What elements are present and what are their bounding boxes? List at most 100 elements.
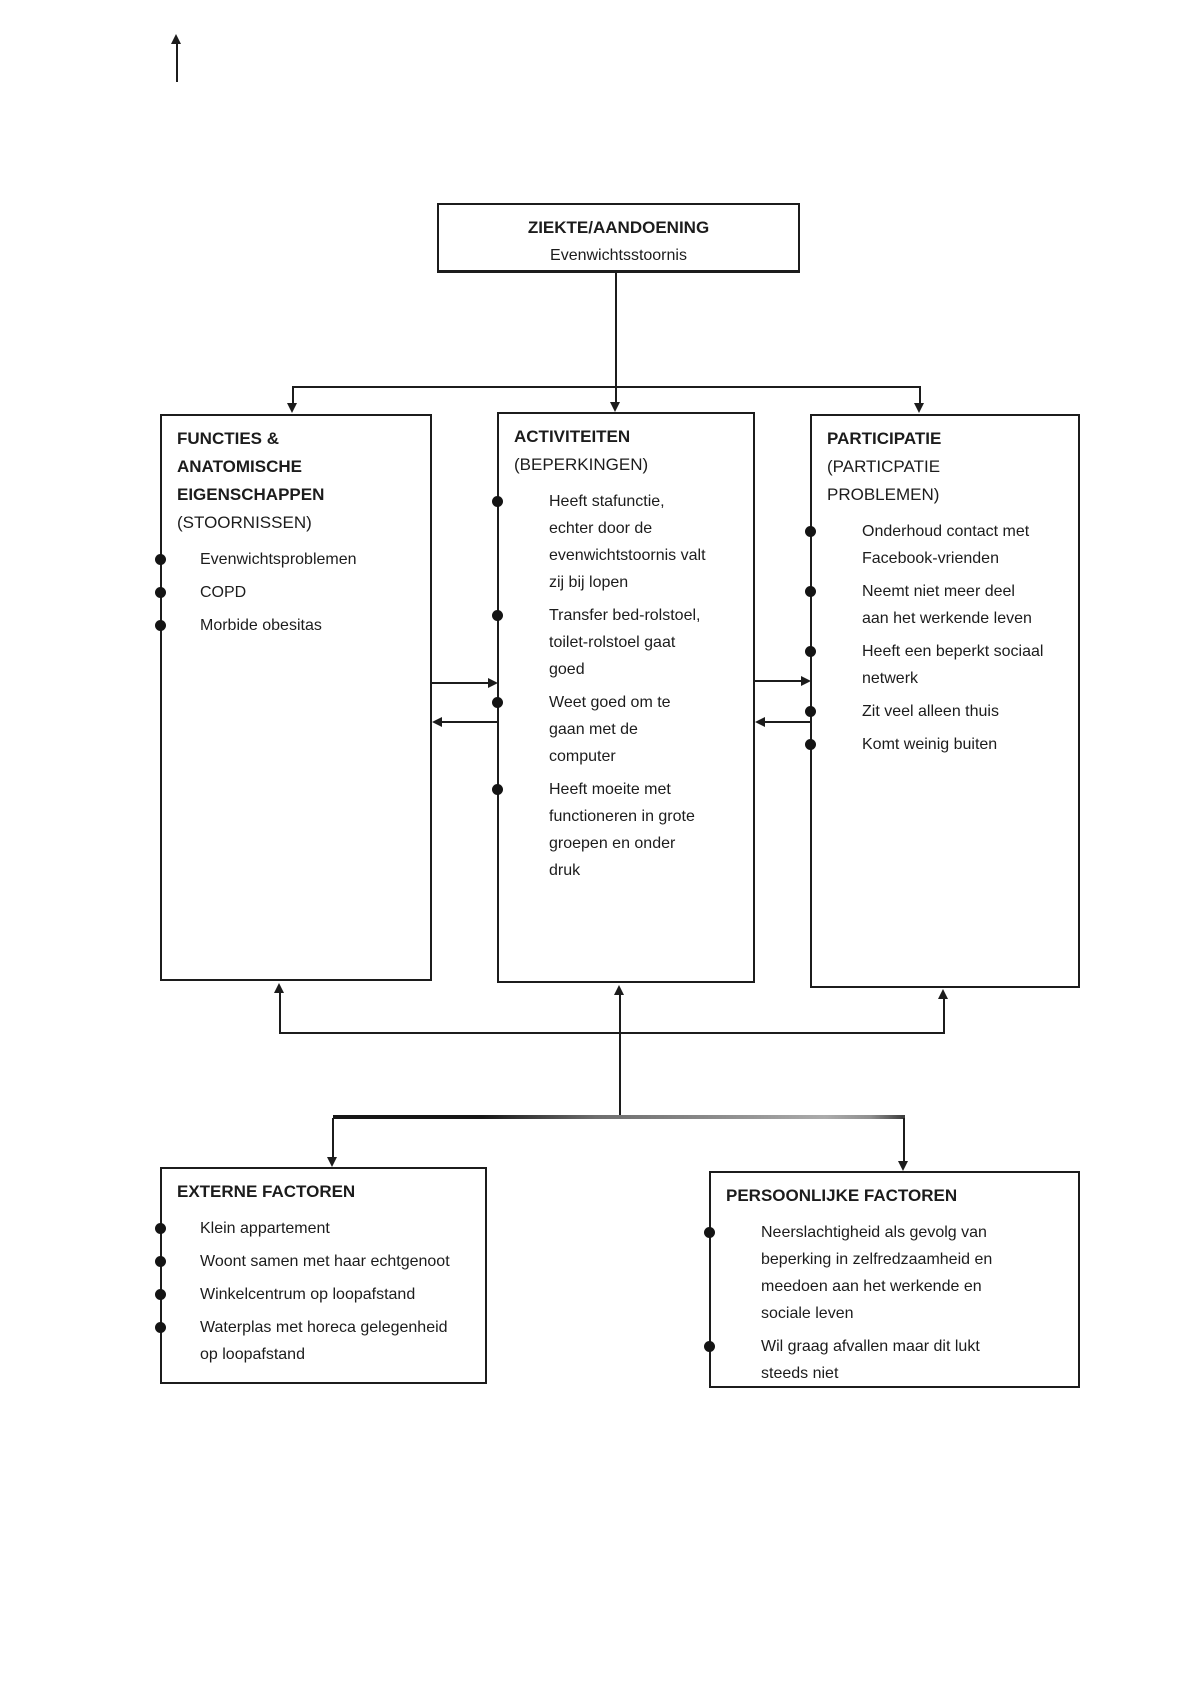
connector-line <box>755 680 802 682</box>
list-item: Evenwichtsproblemen <box>155 546 418 573</box>
list-item: Heeft stafunctie, echter door de evenwic… <box>492 488 708 596</box>
box-title: ZIEKTE/AANDOENING <box>527 218 710 237</box>
list-item: Neerslachtigheid als gevolg van beperkin… <box>704 1219 1026 1327</box>
list-item-text: Waterplas met horeca gelegenheid op loop… <box>200 1319 448 1363</box>
box-subtitle-line: (BEPERKINGEN) <box>514 455 649 474</box>
bullet-icon <box>704 1227 715 1238</box>
connector-line <box>619 1034 621 1118</box>
box-subtitle-line: PROBLEMEN) <box>827 485 940 504</box>
box-subtitle-line: (STOORNISSEN) <box>177 513 312 532</box>
list-item-text: Zit veel alleen thuis <box>862 703 999 720</box>
connector-line <box>615 273 617 404</box>
list-item: Winkelcentrum op loopafstand <box>155 1281 455 1308</box>
list-item: Komt weinig buiten <box>805 731 1045 758</box>
bullet-icon <box>155 1289 166 1300</box>
box-title: ACTIVITEITEN <box>514 423 739 451</box>
arrowhead-up-icon <box>938 989 948 999</box>
list-item: Wil graag afvallen maar dit lukt steeds … <box>704 1333 1026 1387</box>
connector-line-faded <box>333 1115 905 1119</box>
list-item-text: Heeft stafunctie, echter door de evenwic… <box>549 493 706 591</box>
connector-line <box>279 1032 945 1034</box>
box-subtitle: Evenwichtsstoornis <box>550 247 687 264</box>
connector-line <box>919 386 921 404</box>
bullet-icon <box>155 554 166 565</box>
arrowhead-right-icon <box>488 678 498 688</box>
list-item-text: Wil graag afvallen maar dit lukt steeds … <box>761 1338 980 1382</box>
connector-line <box>903 1118 905 1162</box>
list-item: Heeft moeite met functioneren in grote g… <box>492 776 708 884</box>
connector-line <box>279 992 281 1034</box>
box-title-line: PERSOONLIJKE FACTOREN <box>726 1186 958 1205</box>
list-item: Zit veel alleen thuis <box>805 698 1045 725</box>
bullet-list: Onderhoud contact met Facebook-vrienden … <box>805 518 1078 758</box>
arrow-up-icon <box>176 44 178 82</box>
list-item: Weet goed om te gaan met de computer <box>492 689 708 770</box>
arrowhead-up-icon <box>274 983 284 993</box>
bullet-icon <box>805 526 816 537</box>
bullet-icon <box>704 1341 715 1352</box>
bullet-list: Evenwichtsproblemen COPD Morbide obesita… <box>155 546 430 639</box>
arrowhead-left-icon <box>432 717 442 727</box>
list-item-text: COPD <box>200 584 247 601</box>
list-item: Woont samen met haar echtgenoot <box>155 1248 455 1275</box>
box-persoonlijke-factoren: PERSOONLIJKE FACTOREN Neerslachtigheid a… <box>704 1171 1080 1388</box>
box-title-line: FUNCTIES & <box>177 429 279 448</box>
box-title-line: EXTERNE FACTOREN <box>177 1182 356 1201</box>
list-item-text: Heeft moeite met functioneren in grote g… <box>549 781 695 879</box>
list-item-text: Klein appartement <box>200 1220 330 1237</box>
bullet-icon <box>492 784 503 795</box>
list-item-text: Neerslachtigheid als gevolg van beperkin… <box>761 1224 993 1322</box>
bullet-icon <box>492 697 503 708</box>
arrow-up-icon <box>171 34 181 44</box>
connector-line <box>293 386 921 388</box>
box-ziekte-aandoening: ZIEKTE/AANDOENING Evenwichtsstoornis <box>437 203 800 273</box>
bullet-list: Klein appartement Woont samen met haar e… <box>155 1215 485 1368</box>
list-item: Transfer bed-rolstoel, toilet-rolstoel g… <box>492 602 708 683</box>
bullet-icon <box>492 496 503 507</box>
connector-line <box>332 1118 334 1158</box>
arrowhead-left-icon <box>755 717 765 727</box>
box-activiteiten-beperkingen: ACTIVITEITEN (BEPERKINGEN) Heeft stafunc… <box>492 412 755 983</box>
list-item-text: Onderhoud contact met Facebook-vrienden <box>862 523 1030 567</box>
list-item-text: Komt weinig buiten <box>862 736 998 753</box>
connector-line <box>442 721 497 723</box>
bullet-icon <box>492 610 503 621</box>
arrowhead-down-icon <box>327 1157 337 1167</box>
list-item: Klein appartement <box>155 1215 455 1242</box>
box-title: PARTICIPATIE <box>827 425 1064 453</box>
box-externe-factoren: EXTERNE FACTOREN Klein appartement Woont… <box>155 1167 487 1384</box>
bullet-list: Heeft stafunctie, echter door de evenwic… <box>492 488 753 884</box>
box-subtitle: (PARTICPATIE PROBLEMEN) <box>827 453 1064 509</box>
bullet-icon <box>155 587 166 598</box>
connector-line <box>619 994 621 1034</box>
list-item: COPD <box>155 579 418 606</box>
list-item-text: Morbide obesitas <box>200 617 322 634</box>
connector-line <box>765 721 810 723</box>
bullet-icon <box>155 1322 166 1333</box>
arrowhead-up-icon <box>614 985 624 995</box>
bullet-list: Neerslachtigheid als gevolg van beperkin… <box>704 1219 1078 1387</box>
list-item-text: Evenwichtsproblemen <box>200 551 357 568</box>
box-title-line: EIGENSCHAPPEN <box>177 485 325 504</box>
arrowhead-down-icon <box>914 403 924 413</box>
box-subtitle: (STOORNISSEN) <box>177 509 416 537</box>
list-item-text: Weet goed om te gaan met de computer <box>549 694 671 765</box>
list-item: Heeft een beperkt sociaal netwerk <box>805 638 1045 692</box>
box-subtitle: (BEPERKINGEN) <box>514 451 739 479</box>
connector-line <box>943 998 945 1034</box>
box-participatie-problemen: PARTICIPATIE (PARTICPATIE PROBLEMEN) Onde… <box>805 414 1080 988</box>
box-subtitle-line: (PARTICPATIE <box>827 457 941 476</box>
bullet-icon <box>155 1256 166 1267</box>
bullet-icon <box>805 646 816 657</box>
arrowhead-right-icon <box>801 676 811 686</box>
list-item-text: Transfer bed-rolstoel, toilet-rolstoel g… <box>549 607 701 678</box>
box-title-line: ACTIVITEITEN <box>514 427 631 446</box>
bullet-icon <box>805 706 816 717</box>
list-item: Morbide obesitas <box>155 612 418 639</box>
connector-line <box>432 682 489 684</box>
list-item-text: Winkelcentrum op loopafstand <box>200 1286 416 1303</box>
bullet-icon <box>805 739 816 750</box>
